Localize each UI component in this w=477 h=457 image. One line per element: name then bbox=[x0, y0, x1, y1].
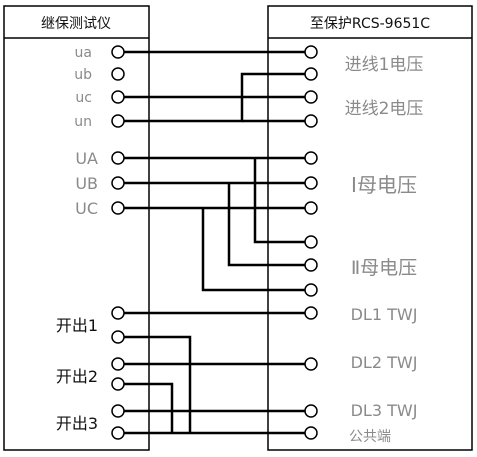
terminal-kaichu2-a bbox=[111, 357, 125, 371]
label-ua: ua bbox=[75, 45, 92, 61]
label-kaichu3: 开出3 bbox=[56, 414, 98, 433]
label-UC: UC bbox=[75, 199, 98, 218]
terminal-r13 bbox=[304, 404, 318, 418]
right-panel-title: 至保护RCS-9651C bbox=[310, 16, 430, 32]
wire-un bbox=[123, 72, 310, 123]
terminal-r9 bbox=[304, 258, 318, 272]
terminal-uc bbox=[111, 90, 125, 104]
label-bus2: Ⅱ母电压 bbox=[351, 257, 417, 279]
wires bbox=[123, 50, 310, 435]
terminal-r2 bbox=[304, 67, 318, 81]
wire-UB-bus2 bbox=[227, 183, 310, 267]
terminal-UB bbox=[111, 176, 125, 190]
wire-UA-bus2 bbox=[253, 158, 310, 244]
terminal-UA bbox=[111, 151, 125, 165]
label-un: un bbox=[74, 114, 92, 130]
label-kaichu2: 开出2 bbox=[56, 367, 98, 386]
terminal-ua bbox=[111, 45, 125, 59]
left-panel-frame bbox=[3, 5, 150, 451]
terminal-r7 bbox=[304, 201, 318, 215]
label-kaichu1: 开出1 bbox=[56, 316, 98, 335]
label-ub: ub bbox=[74, 67, 92, 83]
left-panel-title: 继保测试仪 bbox=[41, 16, 111, 32]
label-UB: UB bbox=[75, 174, 98, 193]
terminal-kaichu2-b bbox=[111, 377, 125, 391]
terminal-un bbox=[111, 114, 125, 128]
label-UA: UA bbox=[75, 149, 98, 168]
label-uc: uc bbox=[75, 90, 92, 106]
terminal-ub bbox=[111, 67, 125, 81]
label-bus1: Ⅰ母电压 bbox=[351, 173, 417, 197]
terminal-r3 bbox=[304, 90, 318, 104]
right-panel-frame bbox=[267, 5, 473, 451]
terminal-kaichu1-a bbox=[111, 306, 125, 320]
wire-UC-bus2 bbox=[201, 208, 310, 292]
terminal-r4 bbox=[304, 114, 318, 128]
label-jinxian2: 进线2电压 bbox=[345, 99, 424, 119]
right-labels: 进线1电压 进线2电压 Ⅰ母电压 Ⅱ母电压 DL1 TWJ DL2 TWJ DL… bbox=[345, 55, 424, 445]
left-labels: ua ub uc un UA UB UC 开出1 开出2 开出3 bbox=[56, 45, 98, 433]
terminal-r14 bbox=[304, 426, 318, 440]
terminal-r6 bbox=[304, 176, 318, 190]
terminal-r10 bbox=[304, 283, 318, 297]
label-jinxian1: 进线1电压 bbox=[345, 55, 424, 75]
wire-K1b bbox=[123, 335, 192, 433]
label-dl2-twj: DL2 TWJ bbox=[351, 353, 418, 372]
terminal-kaichu1-b bbox=[111, 330, 125, 344]
wire-K2b bbox=[123, 382, 174, 433]
terminal-r8 bbox=[304, 235, 318, 249]
terminal-kaichu3-a bbox=[111, 404, 125, 418]
left-terminals bbox=[111, 45, 125, 440]
terminal-kaichu3-b bbox=[111, 426, 125, 440]
terminal-r11 bbox=[304, 306, 318, 320]
terminal-UC bbox=[111, 201, 125, 215]
label-dl3-twj: DL3 TWJ bbox=[351, 401, 418, 420]
terminal-r1 bbox=[304, 45, 318, 59]
label-common: 公共端 bbox=[349, 429, 391, 445]
terminal-r5 bbox=[304, 151, 318, 165]
right-terminals bbox=[304, 45, 318, 440]
terminal-r12 bbox=[304, 357, 318, 371]
label-dl1-twj: DL1 TWJ bbox=[351, 305, 418, 324]
